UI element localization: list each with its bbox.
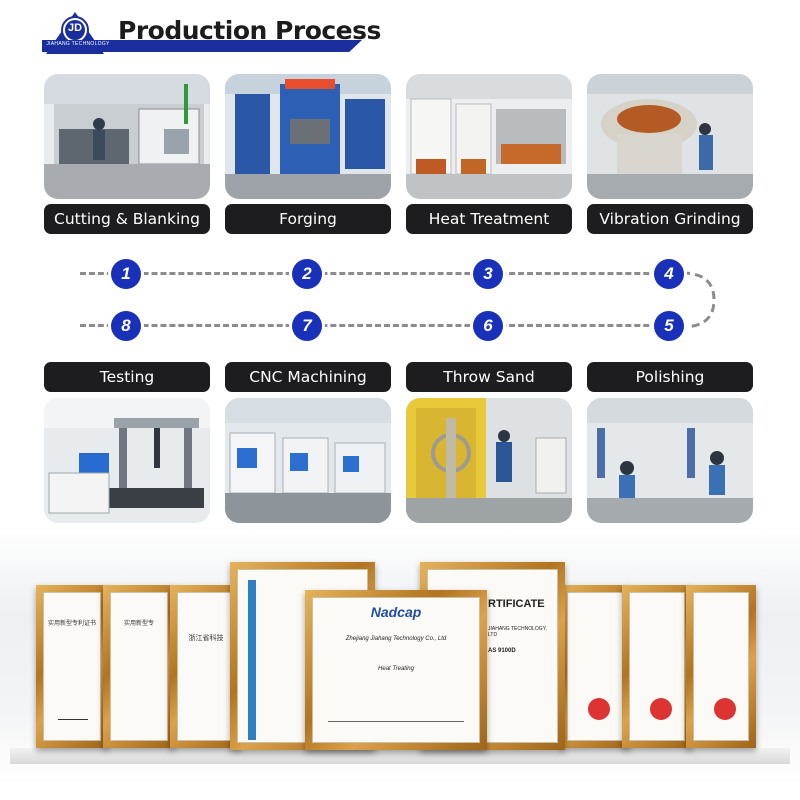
certificate-frame-patent-2: 实用新型专 bbox=[103, 585, 175, 748]
step-label-throw-sand: Throw Sand bbox=[406, 362, 572, 392]
certificate-shelf bbox=[10, 748, 790, 764]
flow-line-bottom bbox=[80, 324, 685, 327]
certificate-frame-patent-1: 实用新型专利证书 bbox=[36, 585, 108, 748]
nadcap-company: Zhejiang Jiahang Technology Co., Ltd bbox=[345, 636, 447, 642]
certificate-frame-patent-5 bbox=[686, 585, 756, 748]
step-number-5: 5 bbox=[654, 311, 684, 341]
step-label-polishing: Polishing bbox=[587, 362, 753, 392]
step-number-4: 4 bbox=[654, 259, 684, 289]
logo-text: JD bbox=[67, 22, 83, 34]
photo-cutting-blanking bbox=[44, 74, 210, 199]
step-number-7: 7 bbox=[292, 311, 322, 341]
step-number-2: 2 bbox=[292, 259, 322, 289]
photo-vibration-grinding bbox=[587, 74, 753, 199]
certificate-heading: RTIFICATE bbox=[488, 598, 545, 610]
certificate-frame-patent-4 bbox=[622, 585, 692, 748]
step-number-1: 1 bbox=[111, 259, 141, 289]
step-label-heat-treatment: Heat Treatment bbox=[406, 204, 572, 234]
certificate-frame-patent-3 bbox=[560, 585, 630, 748]
step-label-testing: Testing bbox=[44, 362, 210, 392]
step-number-6: 6 bbox=[473, 311, 503, 341]
step-label-forging: Forging bbox=[225, 204, 391, 234]
step-number-8: 8 bbox=[111, 311, 141, 341]
nadcap-logo: Nadcap bbox=[370, 604, 422, 620]
step-label-cnc-machining: CNC Machining bbox=[225, 362, 391, 392]
photo-heat-treatment bbox=[406, 74, 572, 199]
step-number-3: 3 bbox=[473, 259, 503, 289]
step-label-cutting-blanking: Cutting & Blanking bbox=[44, 204, 210, 234]
certificate-frame-nadcap: Nadcap Zhejiang Jiahang Technology Co., … bbox=[305, 590, 487, 750]
step-label-vibration-grinding: Vibration Grinding bbox=[587, 204, 753, 234]
certificate-title: 实用新型专利证书 bbox=[47, 621, 96, 627]
flow-line-top bbox=[80, 272, 685, 275]
photo-throw-sand bbox=[406, 398, 572, 523]
photo-forging bbox=[225, 74, 391, 199]
logo-subtitle: JIAHANG TECHNOLOGY bbox=[46, 41, 110, 47]
certificate-title-cn: 浙江省科技 bbox=[188, 635, 224, 642]
photo-cnc-machining bbox=[225, 398, 391, 523]
photo-polishing bbox=[587, 398, 753, 523]
flow-connector-curve bbox=[681, 271, 716, 329]
certificate-company: JIAHANG TECHNOLOGY, LTD bbox=[488, 626, 547, 638]
certificate-standard: AS 9100D bbox=[488, 648, 516, 654]
photo-testing bbox=[44, 398, 210, 523]
header-underline-bar bbox=[42, 40, 362, 52]
page-title: Production Process bbox=[118, 16, 381, 45]
nadcap-process: Heat Treating bbox=[378, 666, 414, 672]
